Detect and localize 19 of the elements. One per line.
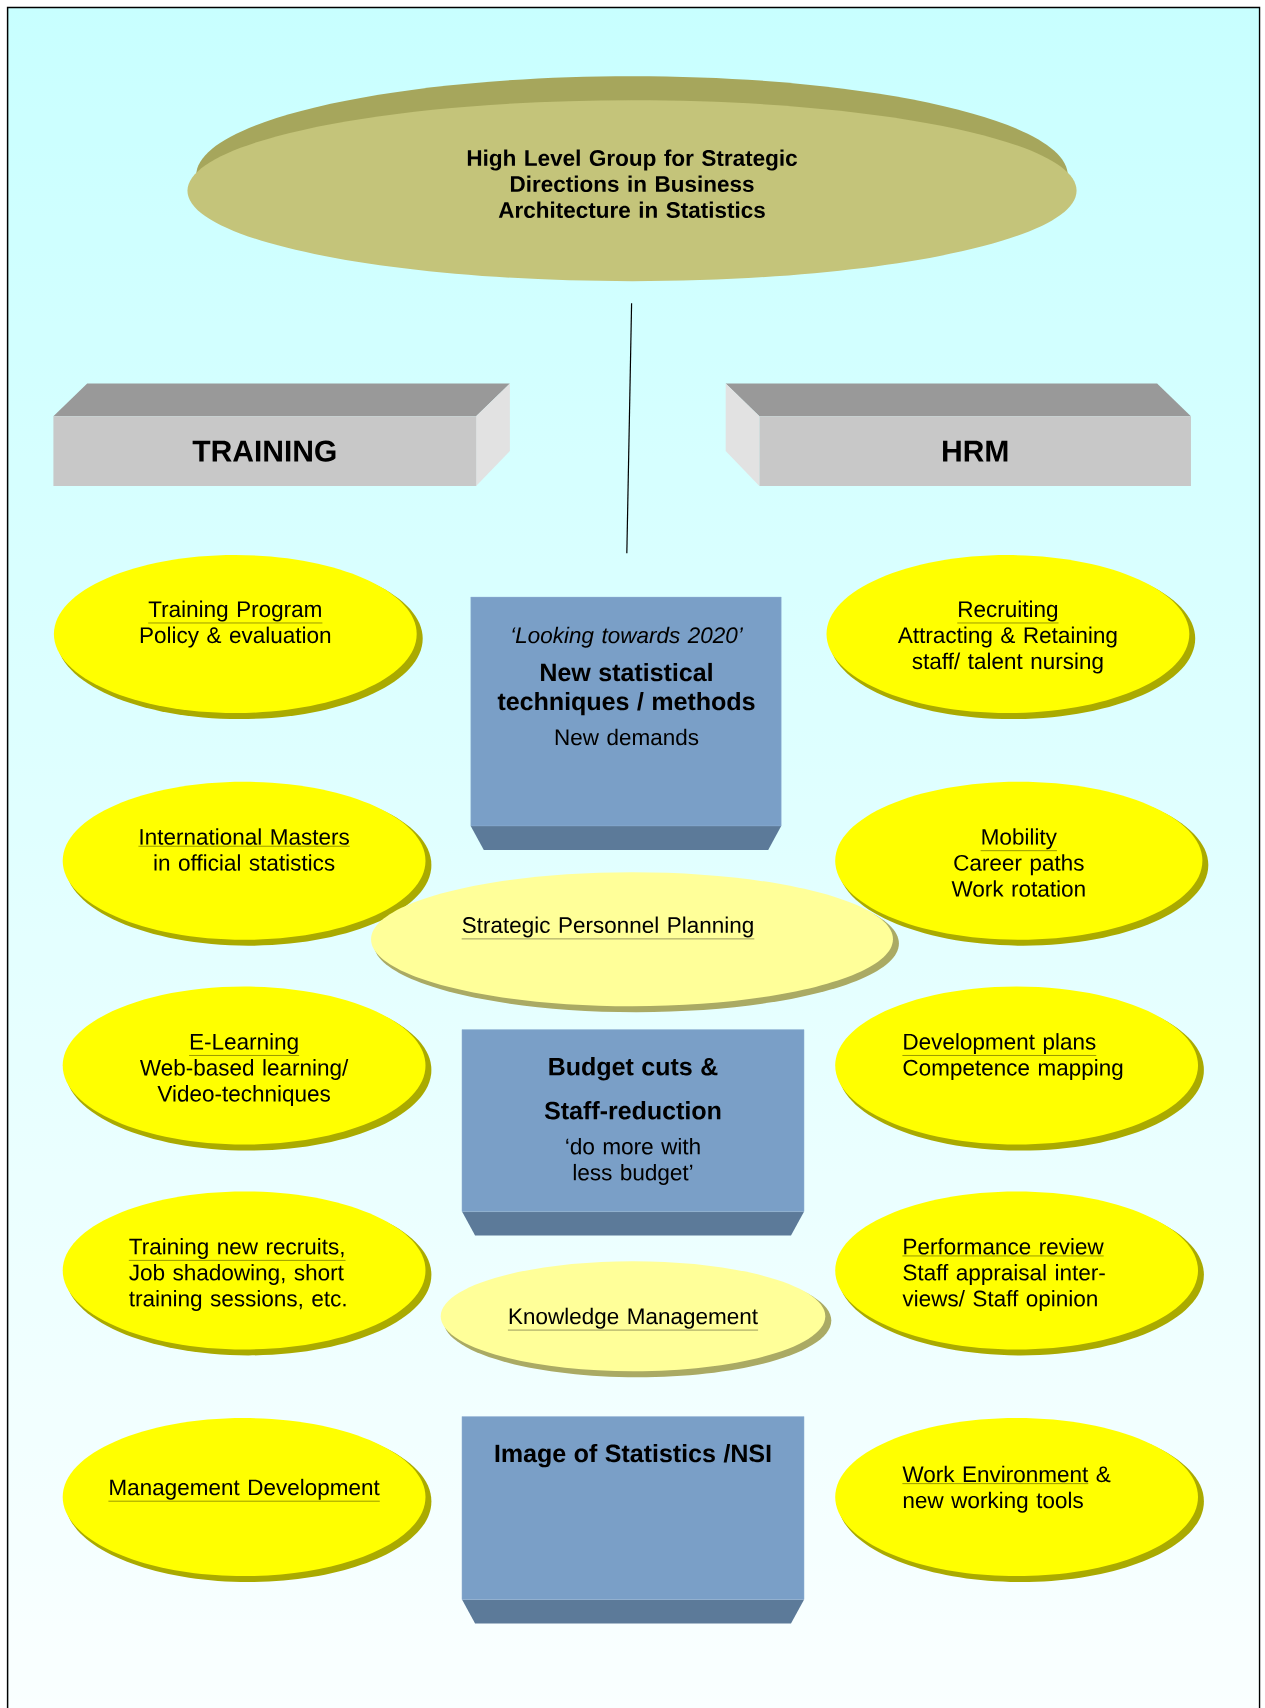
heading-slab: HRM <box>725 383 1191 486</box>
group-oval: High Level Group for Strategic Directions in Business Architecture in Statistics <box>187 76 1077 282</box>
topic-oval: Work Environment & new working tools <box>835 1418 1204 1582</box>
topic-oval: Recruiting Attracting & Retaining staff/ talent nursing <box>826 555 1196 720</box>
heading-slab: TRAINING <box>53 383 510 486</box>
topic-oval: Management Development <box>62 1418 432 1582</box>
topic-oval: Training Program Policy & evaluation <box>53 555 423 720</box>
topic-oval: Mobility Career paths Work rotation <box>835 781 1209 946</box>
topic-oval: International Masters in official statistics <box>62 781 432 946</box>
planning-oval: Strategic Personnel Planning <box>371 872 899 1013</box>
connector-line <box>626 302 633 554</box>
topic-oval: Development plans Competence mapping <box>835 986 1204 1151</box>
theme-box: Image of Statistics /NSI <box>461 1416 805 1624</box>
topic-oval: Training new recruits, Job shadowing, short training sessions, etc. <box>62 1191 432 1356</box>
topic-oval: E-Learning Web-based learning/ Video-techniques <box>62 986 432 1151</box>
topic-oval: Performance review Staff appraisal inter-views/ Staff opinion <box>835 1191 1204 1356</box>
theme-box: ‘Looking towards 2020’ New statistical techniques / methods New demands <box>470 596 782 850</box>
theme-box: Budget cuts & Staff-reduction ‘do more with less budget’ <box>461 1029 805 1236</box>
planning-oval: Knowledge Management <box>440 1261 832 1378</box>
